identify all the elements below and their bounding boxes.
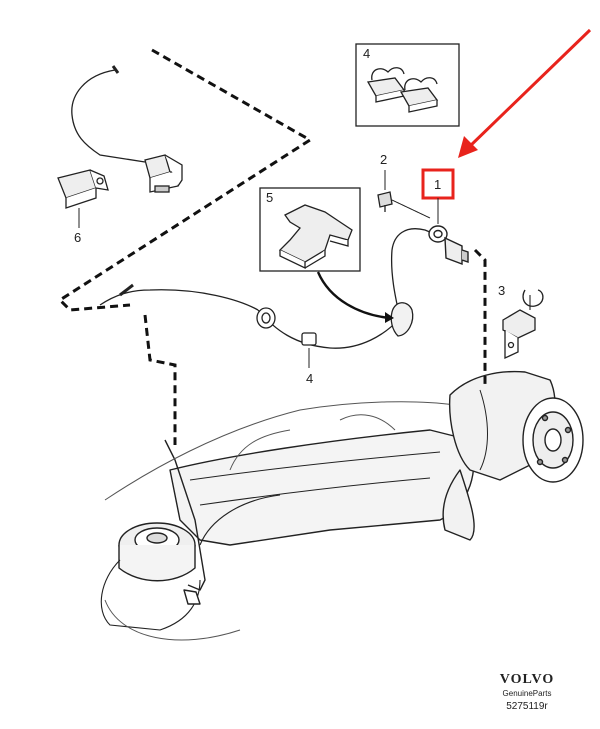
bracket-part-3 bbox=[502, 289, 544, 360]
callout-part-2: 2 bbox=[380, 152, 387, 167]
diagram-number: 5275119r bbox=[506, 701, 548, 712]
bolt-part-2 bbox=[377, 170, 431, 219]
volvo-branding: VOLVO GenuineParts 5275119r bbox=[482, 672, 572, 712]
inset-part-5 bbox=[259, 187, 394, 323]
callout-part-3: 3 bbox=[498, 283, 505, 298]
wiring-path-dashed bbox=[57, 48, 487, 445]
connector-part-6 bbox=[57, 169, 109, 228]
callout-part-4: 4 bbox=[306, 371, 313, 386]
cable-grommets bbox=[256, 302, 414, 346]
callout-part-4-inset: 4 bbox=[363, 46, 370, 61]
red-pointer-arrow bbox=[458, 28, 592, 158]
callout-part-6: 6 bbox=[74, 230, 81, 245]
abs-sensor-cable bbox=[71, 65, 438, 349]
rear-subframe-drawing bbox=[100, 370, 584, 641]
volvo-logo: VOLVO bbox=[499, 672, 555, 687]
callout-part-1: 1 bbox=[434, 177, 441, 192]
genuine-parts-label: GenuineParts bbox=[502, 689, 552, 698]
inset-part-4 bbox=[355, 43, 460, 127]
abs-sensor-head bbox=[428, 225, 469, 266]
callout-part-5: 5 bbox=[266, 190, 273, 205]
connector-plug bbox=[144, 154, 183, 193]
